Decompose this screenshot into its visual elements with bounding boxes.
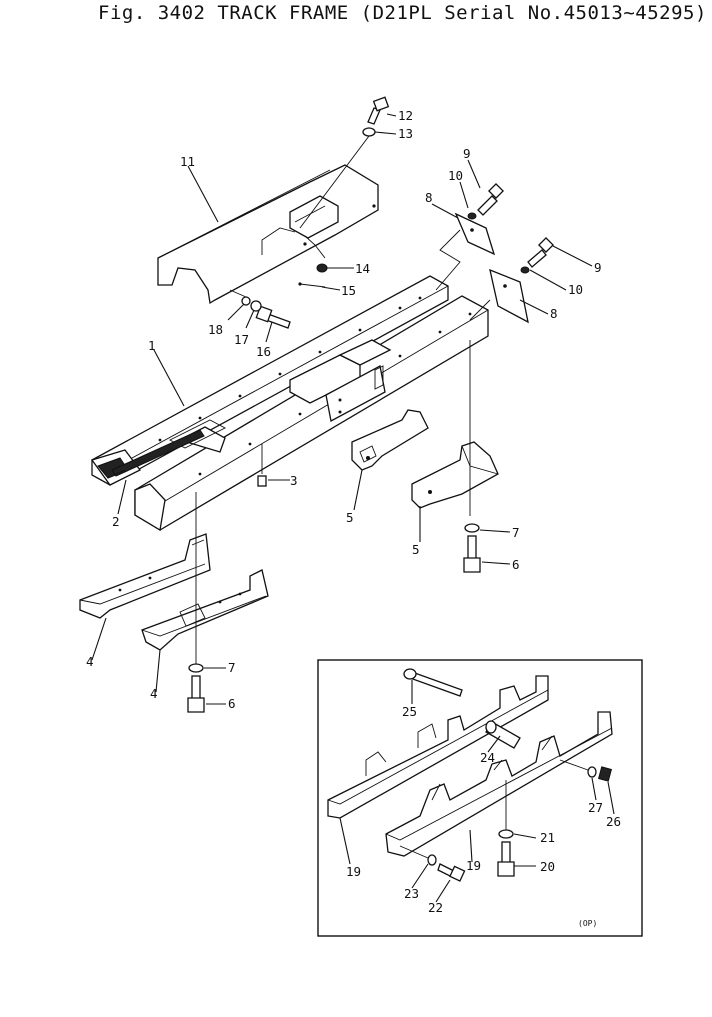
part-label-p11: 11 [180,154,195,169]
part-label-p3: 3 [290,473,298,488]
part-label-p27: 27 [588,800,603,815]
part-label-p7a: 7 [512,525,520,540]
part-label-p19a: 19 [346,864,361,879]
part-label-p16: 16 [256,344,271,359]
part-label-p12: 12 [398,108,413,123]
track-guide [107,429,205,479]
part-label-p19b: 19 [466,858,481,873]
part-label-p21: 21 [540,830,555,845]
part-label-p8a: 8 [425,190,433,205]
part-label-p7b: 7 [228,660,236,675]
part-label-p26: 26 [606,814,621,829]
part-label-p23: 23 [404,886,419,901]
part-label-p2: 2 [112,514,120,529]
part-label-p10b: 10 [568,282,583,297]
bracket-upper [435,212,496,291]
bolt-upper [467,183,504,220]
part-label-p25: 25 [402,704,417,719]
part-label-p13: 13 [398,126,413,141]
support-bracket-upper [351,409,429,471]
part-label-p18: 18 [208,322,223,337]
rail-holes [158,296,472,476]
track-frame [90,275,489,532]
optional-parts-inset [317,659,643,937]
part-label-p10a: 10 [448,168,463,183]
shoe-guard-lower [141,492,269,664]
part-label-p22: 22 [428,900,443,915]
part-label-p20: 20 [540,859,555,874]
part-label-p15: 15 [341,283,356,298]
bolt-lower [520,237,554,274]
part-label-p5a: 5 [346,510,354,525]
frame-bolt [229,289,291,329]
part-label-p6a: 6 [512,557,520,572]
part-label-p17: 17 [234,332,249,347]
part-label-p9b: 9 [594,260,602,275]
page-title: Fig. 3402 TRACK FRAME (D21PL Serial No.4… [98,2,707,24]
part-label-p5b: 5 [412,542,420,557]
bolt-right [463,523,481,573]
track-guard-cover [157,164,379,305]
inset-note: (OP) [578,919,597,928]
part-label-p8b: 8 [550,306,558,321]
part-label-p14: 14 [355,261,370,276]
cover-bolt [298,96,390,288]
support-bracket-lower [411,340,499,516]
bracket-lower [469,268,529,324]
plug [257,444,267,487]
bolt-left [187,663,205,713]
part-label-p4a: 4 [86,654,94,669]
part-label-p1: 1 [148,338,156,353]
leader-lines [91,113,615,903]
shoe-guard-upper [79,533,211,619]
part-label-p24: 24 [480,750,495,765]
part-label-p4b: 4 [150,686,158,701]
part-label-p6b: 6 [228,696,236,711]
part-label-p9a: 9 [463,146,471,161]
